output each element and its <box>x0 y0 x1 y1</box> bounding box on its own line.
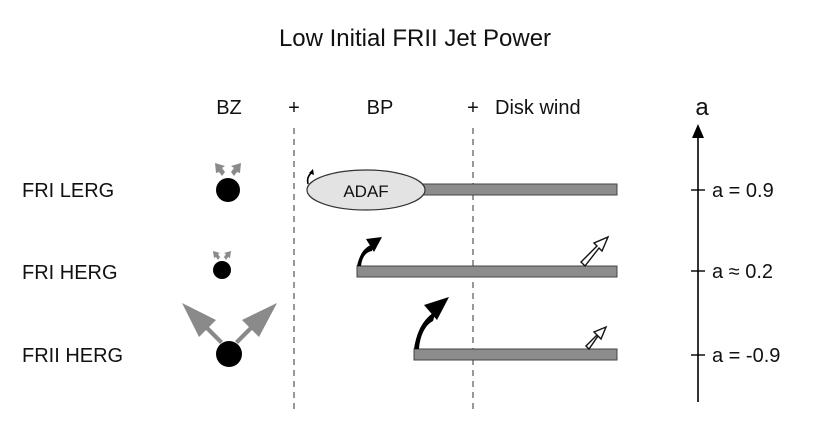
bp-jet-arrow-icon <box>357 237 382 266</box>
column-header-plus-2: + <box>467 97 479 119</box>
bp-jet-arrow-icon <box>306 169 314 185</box>
spin-axis-arrow-icon <box>692 124 704 402</box>
bz-jet-arrow-icon <box>182 303 277 344</box>
column-header-bz: BZ <box>216 97 242 119</box>
row-label-frii-herg: FRII HERG <box>22 345 123 367</box>
bp-jet-arrow-icon <box>414 297 449 349</box>
column-header-disk-wind: Disk wind <box>495 97 581 119</box>
adaf-label: ADAF <box>343 182 388 201</box>
spin-axis-label: a <box>695 94 709 121</box>
column-header-plus-1: + <box>288 97 300 119</box>
row-label-fri-herg: FRI HERG <box>22 262 118 284</box>
disk-wind-arrow-icon <box>580 235 610 268</box>
black-hole-icon <box>213 261 231 279</box>
row-label-fri-lerg: FRI LERG <box>22 180 114 202</box>
disk-bar-frii-herg <box>413 348 618 361</box>
spin-value-frii-herg: a = -0.9 <box>712 345 780 367</box>
bz-jet-arrow-icon <box>215 163 241 176</box>
spin-value-fri-herg: a ≈ 0.2 <box>712 261 773 283</box>
adaf-ellipse <box>306 169 426 211</box>
disk-bar-fri-herg <box>356 265 618 278</box>
column-header-bp: BP <box>367 97 394 119</box>
spin-value-fri-lerg: a = 0.9 <box>712 180 774 202</box>
black-hole-icon <box>216 178 240 202</box>
disk-wind-arrow-icon <box>585 325 608 351</box>
black-hole-icon <box>216 341 242 367</box>
bz-jet-arrow-icon <box>213 251 231 260</box>
diagram-title: Low Initial FRII Jet Power <box>279 25 551 52</box>
disk-bar-fri-lerg <box>397 183 618 196</box>
